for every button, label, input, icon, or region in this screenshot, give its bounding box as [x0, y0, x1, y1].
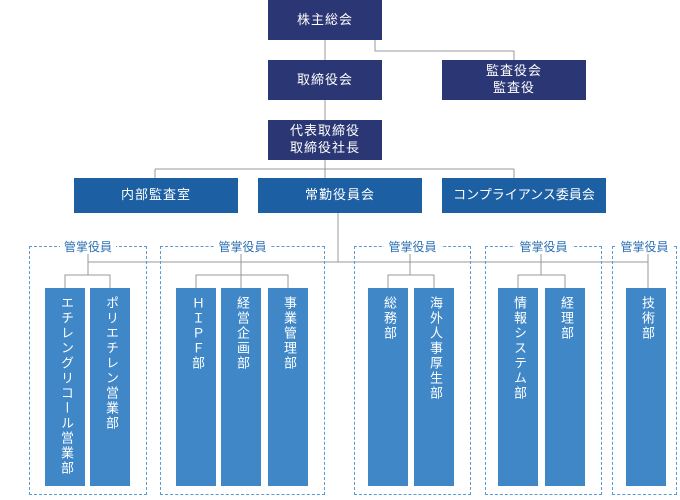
polyethylene-sales-dept: ポリエチレン営業部: [90, 288, 130, 486]
executive-committee-box: 常勤役員会: [258, 178, 422, 213]
compliance-committee-label: コンプライアンス委員会: [453, 188, 595, 203]
ethylene-glycol-sales-dept: エチレングリコール営業部: [45, 288, 85, 486]
officer-group-3: 管掌役員: [354, 240, 471, 495]
board-of-directors-label: 取締役会: [296, 72, 353, 88]
internal-audit-label: 内部監査室: [120, 188, 191, 203]
shareholders-meeting-label: 株主総会: [296, 12, 353, 28]
group-label: 管掌役員: [384, 240, 441, 254]
officer-group-2: 管掌役員: [160, 240, 325, 495]
officer-group-1: 管掌役員: [29, 240, 147, 495]
group-label: 管掌役員: [515, 240, 572, 254]
overseas-hr-welfare-dept: 海外人事厚生部: [414, 288, 454, 486]
group-label: 管掌役員: [59, 240, 116, 254]
corporate-planning-dept: 経営企画部: [221, 288, 261, 486]
department-label: 海外人事厚生部: [427, 296, 442, 401]
accounting-dept: 経理部: [545, 288, 585, 486]
department-label: 事業管理部: [281, 296, 296, 371]
group-label: 管掌役員: [616, 240, 673, 254]
officer-group-4: 管掌役員: [485, 240, 602, 495]
department-label: 経理部: [558, 296, 573, 341]
department-label: ポリエチレン営業部: [103, 296, 118, 431]
department-label: ＨＩＰＦ部: [189, 296, 204, 371]
audit-board-box: 監査役会 監査役: [442, 60, 586, 100]
audit-board-label: 監査役会: [485, 64, 542, 79]
department-label: 総務部: [381, 296, 396, 341]
compliance-committee-box: コンプライアンス委員会: [442, 178, 606, 213]
engineering-dept: 技術部: [626, 288, 666, 486]
board-of-directors-box: 取締役会: [268, 60, 382, 100]
information-systems-dept: 情報システム部: [498, 288, 538, 486]
hipf-dept: ＨＩＰＦ部: [176, 288, 216, 486]
representative-director-label: 代表取締役: [289, 124, 360, 139]
internal-audit-box: 内部監査室: [74, 178, 238, 213]
department-label: 情報システム部: [511, 296, 526, 401]
auditor-label: 監査役: [492, 81, 535, 96]
business-management-dept: 事業管理部: [268, 288, 308, 486]
president-label: 取締役社長: [289, 141, 360, 156]
department-label: エチレングリコール営業部: [58, 296, 73, 476]
general-affairs-dept: 総務部: [368, 288, 408, 486]
department-label: 技術部: [639, 296, 654, 341]
shareholders-meeting-box: 株主総会: [268, 0, 382, 40]
officer-group-5: 管掌役員: [612, 240, 677, 495]
president-box: 代表取締役 取締役社長: [268, 120, 382, 160]
group-label: 管掌役員: [214, 240, 271, 254]
department-label: 経営企画部: [234, 296, 249, 371]
executive-committee-label: 常勤役員会: [304, 188, 375, 203]
